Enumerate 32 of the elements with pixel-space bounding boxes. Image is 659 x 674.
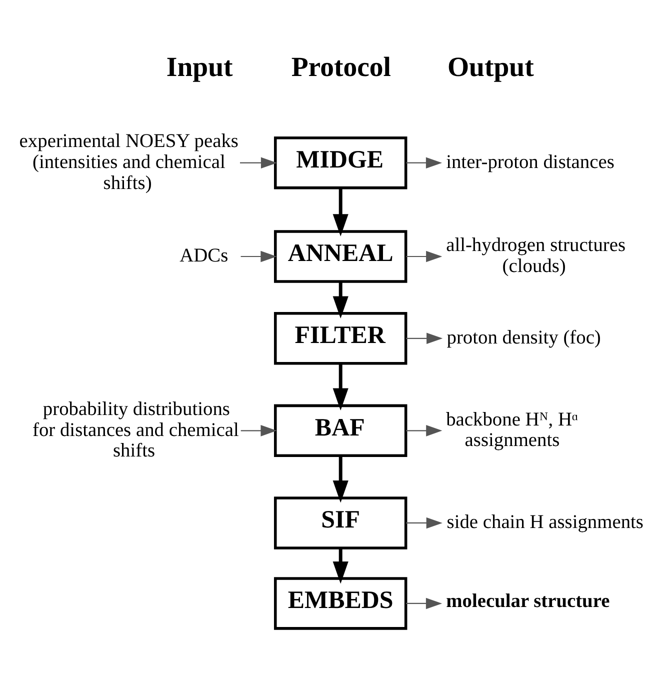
arrow (332, 548, 348, 584)
arrow (332, 364, 348, 410)
node-box: FILTER (274, 312, 408, 365)
node-box: ANNEAL (274, 230, 408, 283)
node-box: BAF (274, 404, 408, 458)
node-text: all-hydrogen structures (clouds) (446, 235, 626, 278)
node-text: ADCs (180, 246, 228, 267)
arrow (332, 282, 348, 319)
node-text: side chain H assignments (446, 512, 644, 534)
arrow (240, 157, 278, 168)
node-text: backbone Hᴺ, Hᵅ assignments (446, 409, 578, 452)
arrow (406, 157, 442, 168)
arrow (240, 425, 277, 436)
node-text: inter-proton distances (446, 152, 614, 173)
arrow (332, 188, 348, 236)
node-box: MIDGE (274, 136, 408, 190)
node-box: EMBEDS (274, 577, 408, 630)
node-text: probability distributions for distances and chemical shifts (32, 398, 239, 462)
arrow (332, 456, 348, 503)
node-box: SIF (274, 496, 408, 550)
arrow (406, 598, 442, 610)
arrow (406, 332, 443, 344)
node-text: molecular structure (446, 591, 610, 612)
label: Protocol (291, 52, 392, 84)
label: Input (166, 52, 233, 84)
label: Output (447, 52, 534, 84)
arrow (406, 250, 442, 262)
arrow (406, 517, 442, 529)
arrow (406, 425, 442, 436)
arrow (240, 250, 277, 262)
node-text: proton density (foc) (446, 328, 601, 349)
node-text: experimental NOESY peaks (intensities and chemical shifts) (19, 131, 238, 194)
